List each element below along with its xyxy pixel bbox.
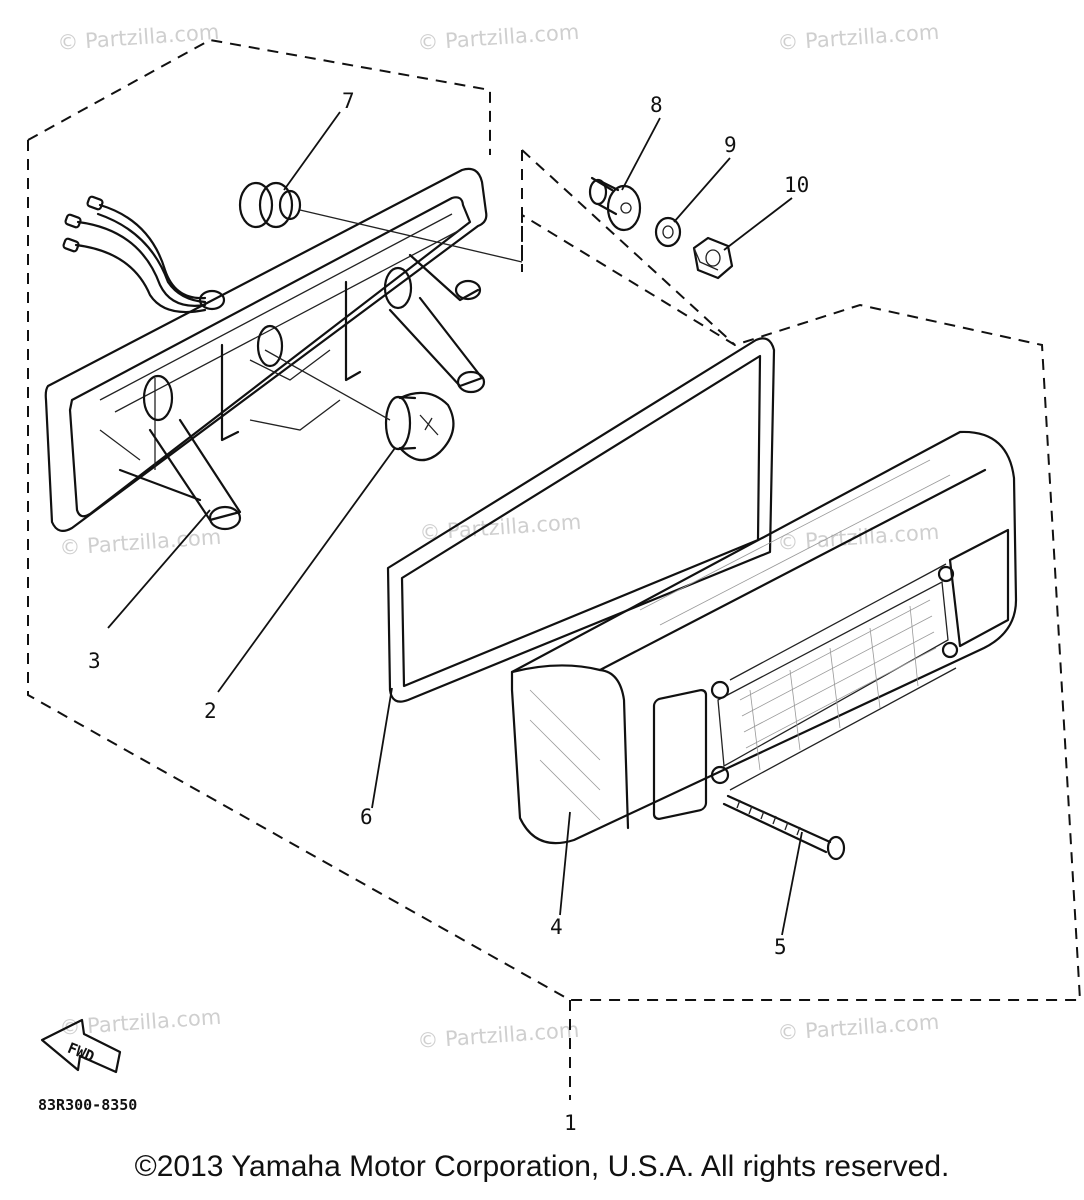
screw bbox=[722, 794, 846, 861]
callout-10: 10 bbox=[784, 173, 809, 197]
callout-6: 6 bbox=[360, 805, 373, 829]
watermark: © Partzilla.com bbox=[777, 20, 940, 55]
leader-lines bbox=[107, 111, 803, 936]
callout-9: 9 bbox=[724, 133, 737, 157]
watermark-layer: © Partzilla.com © Partzilla.com © Partzi… bbox=[57, 20, 940, 1053]
callout-1: 1 bbox=[564, 1111, 577, 1135]
lens-texture bbox=[529, 459, 951, 821]
watermark: © Partzilla.com bbox=[777, 1010, 940, 1045]
callout-8: 8 bbox=[650, 93, 663, 117]
assembly-outline bbox=[27, 38, 1082, 1100]
copyright-notice: ©2013 Yamaha Motor Corporation, U.S.A. A… bbox=[134, 1150, 950, 1183]
taillight-housing bbox=[44, 167, 488, 533]
watermark: © Partzilla.com bbox=[59, 525, 222, 560]
callout-3: 3 bbox=[88, 649, 101, 673]
rubber-grommet bbox=[238, 181, 523, 263]
callout-7: 7 bbox=[342, 89, 355, 113]
diagram-code: 83R300-8350 bbox=[38, 1096, 137, 1114]
watermark: © Partzilla.com bbox=[777, 520, 940, 555]
callout-2: 2 bbox=[204, 699, 217, 723]
watermark: © Partzilla.com bbox=[417, 20, 580, 55]
mounting-hardware bbox=[588, 176, 734, 280]
lens bbox=[510, 430, 1018, 845]
watermark: © Partzilla.com bbox=[419, 510, 582, 545]
callouts: 1 2 3 4 5 6 7 8 9 10 bbox=[88, 89, 809, 1135]
callout-4: 4 bbox=[550, 915, 563, 939]
callout-5: 5 bbox=[774, 935, 787, 959]
watermark: © Partzilla.com bbox=[57, 20, 220, 55]
bulb bbox=[264, 349, 455, 462]
watermark: © Partzilla.com bbox=[417, 1018, 580, 1053]
